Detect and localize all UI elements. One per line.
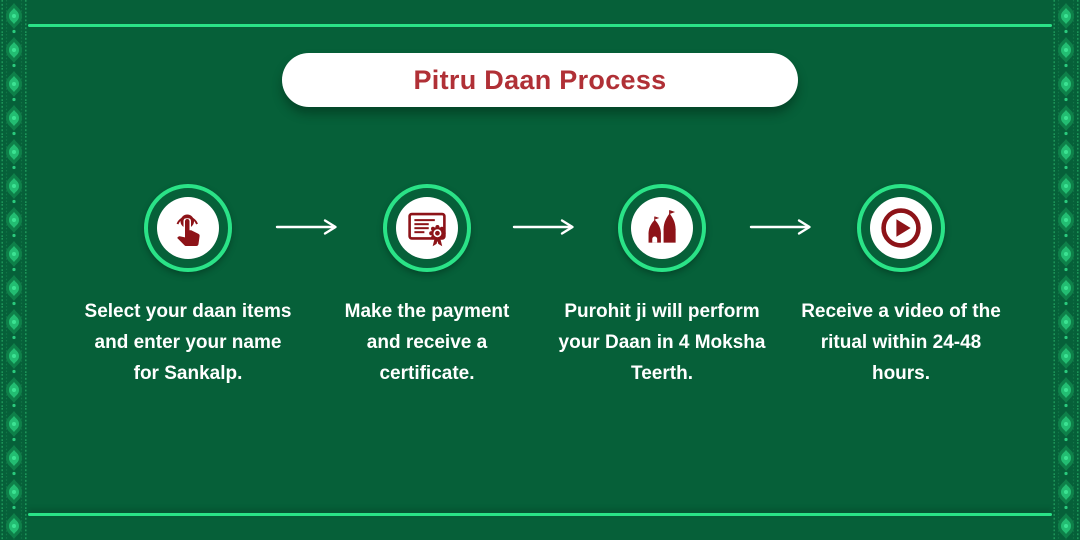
step-receive-video: Receive a video of the ritual within 24-… bbox=[791, 184, 1011, 389]
step-icon-disc bbox=[157, 197, 219, 259]
right-arrow-icon bbox=[749, 219, 811, 235]
step-payment-certificate: Make the payment and receive a certifica… bbox=[322, 184, 532, 389]
step-caption: Select your daan items and enter your na… bbox=[68, 296, 308, 389]
page-title: Pitru Daan Process bbox=[413, 64, 667, 95]
caption-line: your Daan in 4 Moksha bbox=[558, 332, 766, 353]
caption-line: and receive a bbox=[366, 332, 488, 353]
tap-icon bbox=[176, 214, 200, 246]
step-icon-ring bbox=[857, 184, 945, 272]
caption-line: for Sankalp. bbox=[133, 363, 243, 384]
caption-line: Select your daan items bbox=[84, 301, 292, 322]
right-arrow-icon bbox=[275, 219, 337, 235]
step-icon-ring bbox=[144, 184, 232, 272]
caption-line: Make the payment bbox=[344, 301, 510, 322]
step-caption: Make the payment and receive a certifica… bbox=[322, 296, 532, 389]
step-icon-ring bbox=[383, 184, 471, 272]
caption-line: hours. bbox=[871, 363, 931, 384]
step-icon-ring bbox=[618, 184, 706, 272]
step-select-items: Select your daan items and enter your na… bbox=[68, 184, 308, 389]
caption-line: Receive a video of the bbox=[801, 301, 1001, 322]
title-pill: Pitru Daan Process bbox=[282, 53, 798, 107]
caption-line: and enter your name bbox=[94, 332, 282, 353]
temple-icon bbox=[648, 210, 676, 243]
step-caption: Receive a video of the ritual within 24-… bbox=[791, 296, 1011, 389]
right-arrow-icon bbox=[512, 219, 574, 235]
caption-line: certificate. bbox=[379, 363, 475, 384]
caption-line: Teerth. bbox=[631, 363, 693, 384]
step-caption: Purohit ji will perform your Daan in 4 M… bbox=[545, 296, 779, 389]
caption-line: ritual within 24-48 bbox=[820, 332, 982, 353]
ornamental-border-right bbox=[1052, 0, 1080, 540]
step-icon-disc bbox=[631, 197, 693, 259]
top-frame-line bbox=[28, 24, 1052, 27]
play-icon bbox=[881, 208, 921, 248]
step-icon-disc bbox=[396, 197, 458, 259]
ornamental-border-left bbox=[0, 0, 28, 540]
certificate-icon bbox=[408, 212, 446, 247]
caption-line: Purohit ji will perform bbox=[564, 301, 760, 322]
step-icon-disc bbox=[870, 197, 932, 259]
step-purohit-ritual: Purohit ji will perform your Daan in 4 M… bbox=[545, 184, 779, 389]
bottom-frame-line bbox=[28, 513, 1052, 516]
